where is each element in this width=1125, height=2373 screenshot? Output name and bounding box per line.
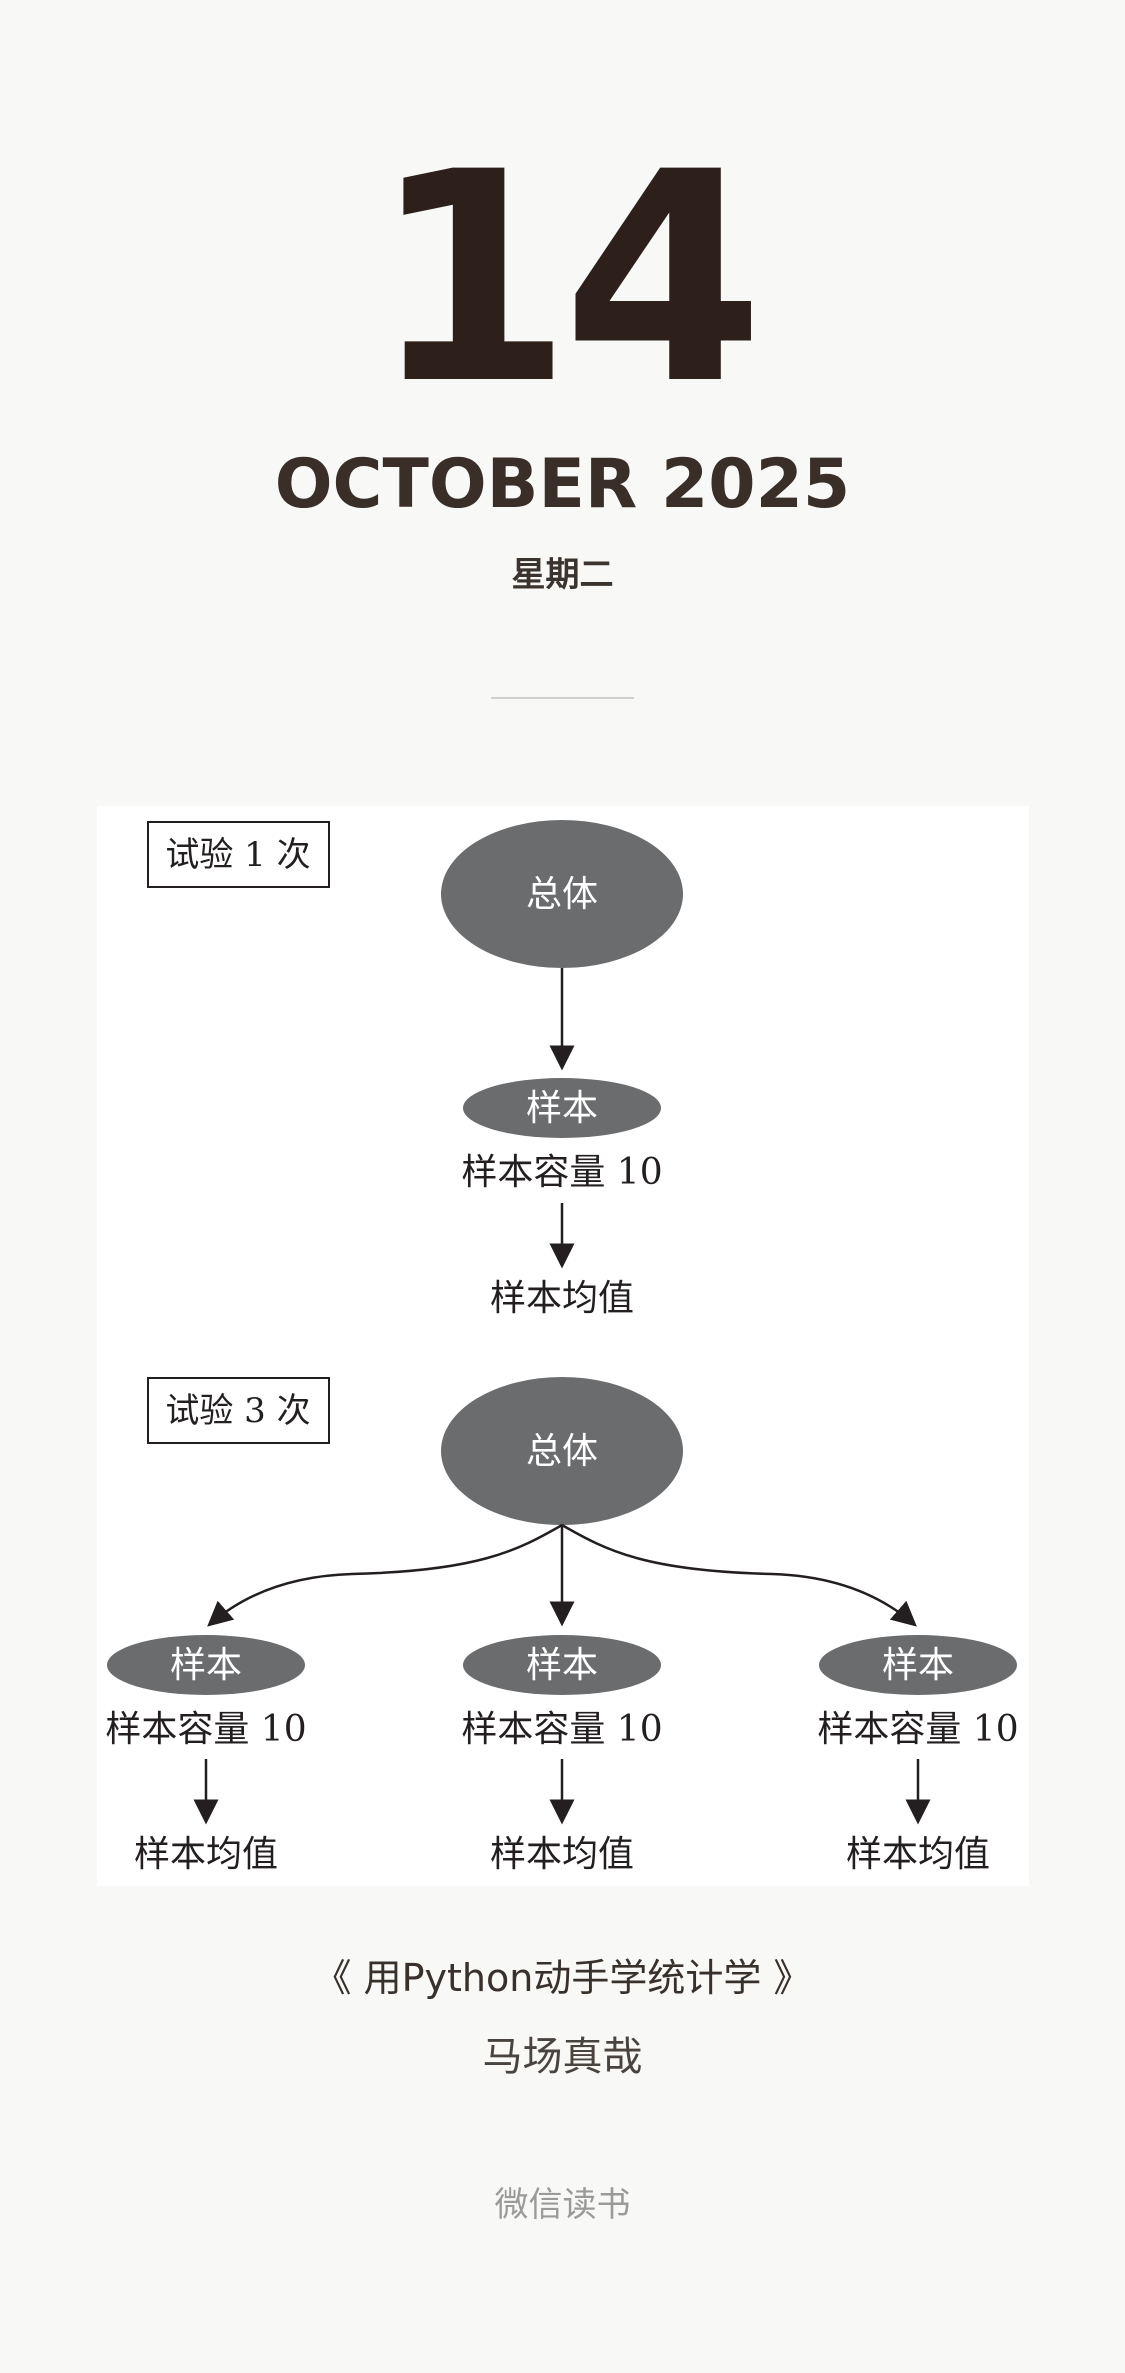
sample-ellipse xyxy=(463,1635,661,1695)
panel-trial-3: 试验 3 次 总体 样本 样本容量 10 样本均值 样本 样本容量 10 样本均… xyxy=(105,1377,1019,1875)
sample-size-label: 样本容量 10 xyxy=(817,1709,1018,1750)
sample-ellipse xyxy=(819,1635,1017,1695)
book-title: 《 用Python动手学统计学 》 xyxy=(313,1956,812,2000)
population-label: 总体 xyxy=(526,874,598,915)
book-author: 马场真哉 xyxy=(482,2034,643,2080)
date-weekday: 星期二 xyxy=(511,555,614,595)
population-to-sample-arrow-left xyxy=(207,1523,563,1627)
population-label: 总体 xyxy=(526,1431,598,1472)
sample-size-label: 样本容量 10 xyxy=(105,1709,306,1750)
sample-label: 样本 xyxy=(882,1645,954,1686)
date-month-year: OCTOBER 2025 xyxy=(274,445,851,524)
date-day: 14 xyxy=(370,111,765,448)
sample-mean-label: 样本均值 xyxy=(490,1834,634,1875)
sample-ellipse xyxy=(107,1635,305,1695)
sample-mean-label: 样本均值 xyxy=(134,1834,278,1875)
population-to-sample-arrow-right xyxy=(561,1523,917,1627)
sampling-diagram: 试验 1 次 总体 样本 样本容量 10 样本均值 试验 3 次 总体 样本 样… xyxy=(105,820,1019,1875)
population-ellipse xyxy=(441,820,683,968)
divider xyxy=(491,697,634,699)
sample-label: 样本 xyxy=(526,1088,598,1129)
book-excerpt-figure: 试验 1 次 总体 样本 样本容量 10 样本均值 试验 3 次 总体 样本 样… xyxy=(97,806,1029,1886)
panel-label-box xyxy=(147,821,330,888)
panel-trial-1: 试验 1 次 总体 样本 样本容量 10 样本均值 xyxy=(147,820,683,1319)
sample-size-label: 样本容量 10 xyxy=(461,1709,662,1750)
sample-size-label: 样本容量 10 xyxy=(461,1152,662,1193)
panel-label: 试验 3 次 xyxy=(165,1391,310,1431)
sample-label: 样本 xyxy=(526,1645,598,1686)
sample-mean-label: 样本均值 xyxy=(490,1278,634,1319)
sample-mean-label: 样本均值 xyxy=(846,1834,990,1875)
panel-label: 试验 1 次 xyxy=(165,835,310,875)
sample-ellipse xyxy=(463,1078,661,1138)
sample-label: 样本 xyxy=(170,1645,242,1686)
app-name: 微信读书 xyxy=(494,2185,631,2225)
population-ellipse xyxy=(441,1377,683,1525)
panel-label-box xyxy=(147,1377,330,1444)
